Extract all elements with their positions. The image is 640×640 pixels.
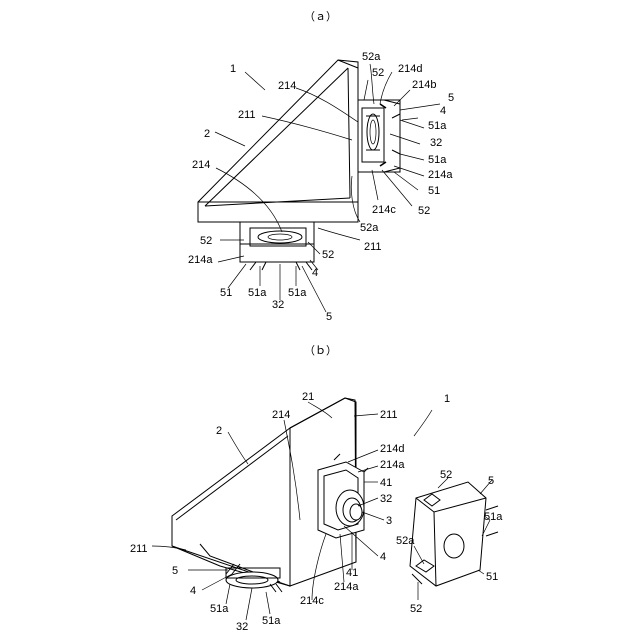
label-211-bottom: 211	[364, 241, 382, 253]
label-214a-right: 214a	[428, 169, 453, 181]
label-51-right: 51	[428, 185, 440, 197]
label-211-left-b: 211	[130, 543, 148, 555]
label-32-bottom-b: 32	[236, 621, 248, 633]
label-32-b: 32	[380, 493, 392, 505]
label-51a-2: 51a	[428, 154, 447, 166]
label-4-bottom: 4	[312, 267, 318, 279]
label-52-top-clip: 52	[440, 469, 452, 481]
label-214c-b: 214c	[300, 595, 324, 607]
label-4-b: 4	[380, 551, 386, 563]
figure-b: （ｂ）	[130, 344, 503, 633]
label-51a-b1: 51a	[248, 287, 267, 299]
label-5-bottom: 5	[326, 311, 332, 323]
label-4-left-b: 4	[190, 585, 196, 597]
label-52-right: 52	[418, 205, 430, 217]
label-214a-top-b: 214a	[380, 459, 405, 471]
bottom-fixture-b	[226, 564, 282, 592]
label-52-bottom: 52	[322, 249, 334, 261]
figure-b-caption: （ｂ）	[304, 344, 337, 357]
label-assembly-b: 1	[444, 393, 450, 405]
label-bracket-a: 2	[204, 128, 210, 140]
label-41-top-b: 41	[380, 477, 392, 489]
label-52-top: 52	[372, 67, 384, 79]
label-5-top: 5	[448, 92, 454, 104]
label-214-left: 214	[192, 159, 210, 171]
label-214-b: 214	[272, 409, 290, 421]
label-214d-b: 214d	[380, 443, 404, 455]
label-51a-bottom-b: 51a	[262, 615, 281, 627]
clip-part-b	[410, 482, 498, 586]
label-214d: 214d	[398, 63, 422, 75]
label-211-top-b: 211	[380, 409, 398, 421]
label-32-bottom: 32	[272, 299, 284, 311]
right-fixture-a	[358, 100, 400, 172]
label-211-upper: 211	[238, 109, 256, 121]
label-4-top: 4	[440, 105, 446, 117]
label-assembly-a: 1	[230, 63, 236, 75]
label-51a-b2: 51a	[288, 287, 307, 299]
label-bracket-b: 2	[216, 425, 222, 437]
label-51-clip: 51	[486, 571, 498, 583]
label-214a-bottom-b: 214a	[334, 581, 359, 593]
label-51a-1: 51a	[428, 120, 447, 132]
figure-a: （ａ）	[188, 10, 454, 323]
figure-a-caption: （ａ）	[304, 10, 337, 23]
label-214a-left: 214a	[188, 254, 213, 266]
bottom-fixture-a	[240, 222, 314, 270]
label-52a-mid: 52a	[360, 222, 379, 234]
label-51a-left-b: 51a	[210, 603, 229, 615]
label-5-left-b: 5	[172, 565, 178, 577]
label-214b: 214b	[412, 79, 436, 91]
label-51a-clip: 51a	[484, 511, 503, 523]
label-52a-top: 52a	[362, 51, 381, 63]
label-51-bottom: 51	[220, 287, 232, 299]
label-52-left: 52	[200, 235, 212, 247]
label-52-bottom-clip: 52	[410, 603, 422, 615]
label-32-right: 32	[430, 137, 442, 149]
label-214c: 214c	[372, 204, 396, 216]
label-41-bottom-b: 41	[346, 567, 358, 579]
label-21: 21	[302, 391, 314, 403]
label-3-b: 3	[386, 515, 392, 527]
label-52a-clip: 52a	[396, 535, 415, 547]
label-5-right-clip: 5	[488, 475, 494, 487]
label-214-upper: 214	[278, 80, 296, 92]
